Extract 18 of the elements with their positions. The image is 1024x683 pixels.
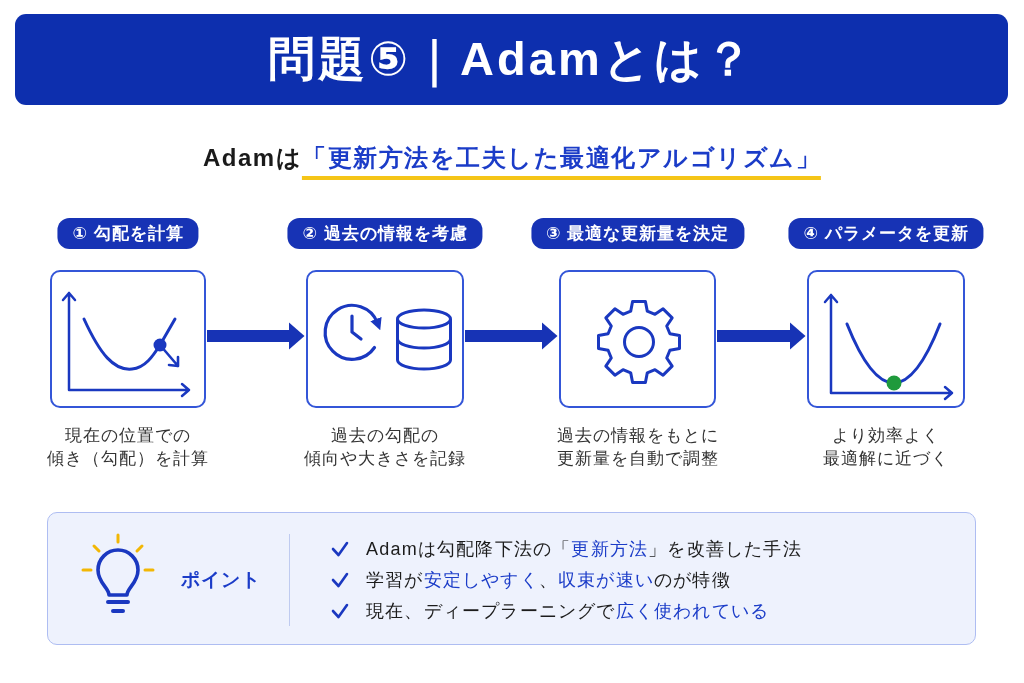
bullet-text: 学習が安定しやすく、収束が速いのが特徴 <box>366 569 731 592</box>
step-description: 現在の位置での傾き（勾配）を計算 <box>47 425 209 469</box>
step-description: 過去の勾配の傾向や大きさを記録 <box>304 425 466 469</box>
panel-heading: ポイント <box>181 568 261 592</box>
arrow <box>717 322 806 350</box>
step-heading: ③ 最適な更新量を決定 <box>530 218 745 249</box>
arrow <box>207 322 305 350</box>
step-description: より効率よく最適解に近づく <box>823 425 949 469</box>
title-banner: 問題⑤｜Adamとは？ <box>15 14 1008 105</box>
step-heading: ② 過去の情報を考慮 <box>287 218 483 249</box>
bullet-text: Adamは勾配降下法の「更新方法」を改善した手法 <box>366 538 802 561</box>
bullet-text: 現在、ディープラーニングで広く使われている <box>366 600 770 623</box>
point-panel <box>47 512 976 645</box>
step-description: 過去の情報をもとに更新量を自動で調整 <box>556 425 719 469</box>
subtitle: Adamは「更新方法を工夫した最適化アルゴリズム」 <box>202 143 822 185</box>
step-heading: ④ パラメータを更新 <box>788 218 984 249</box>
arrow <box>465 322 558 350</box>
step-heading: ① 勾配を計算 <box>57 218 199 249</box>
